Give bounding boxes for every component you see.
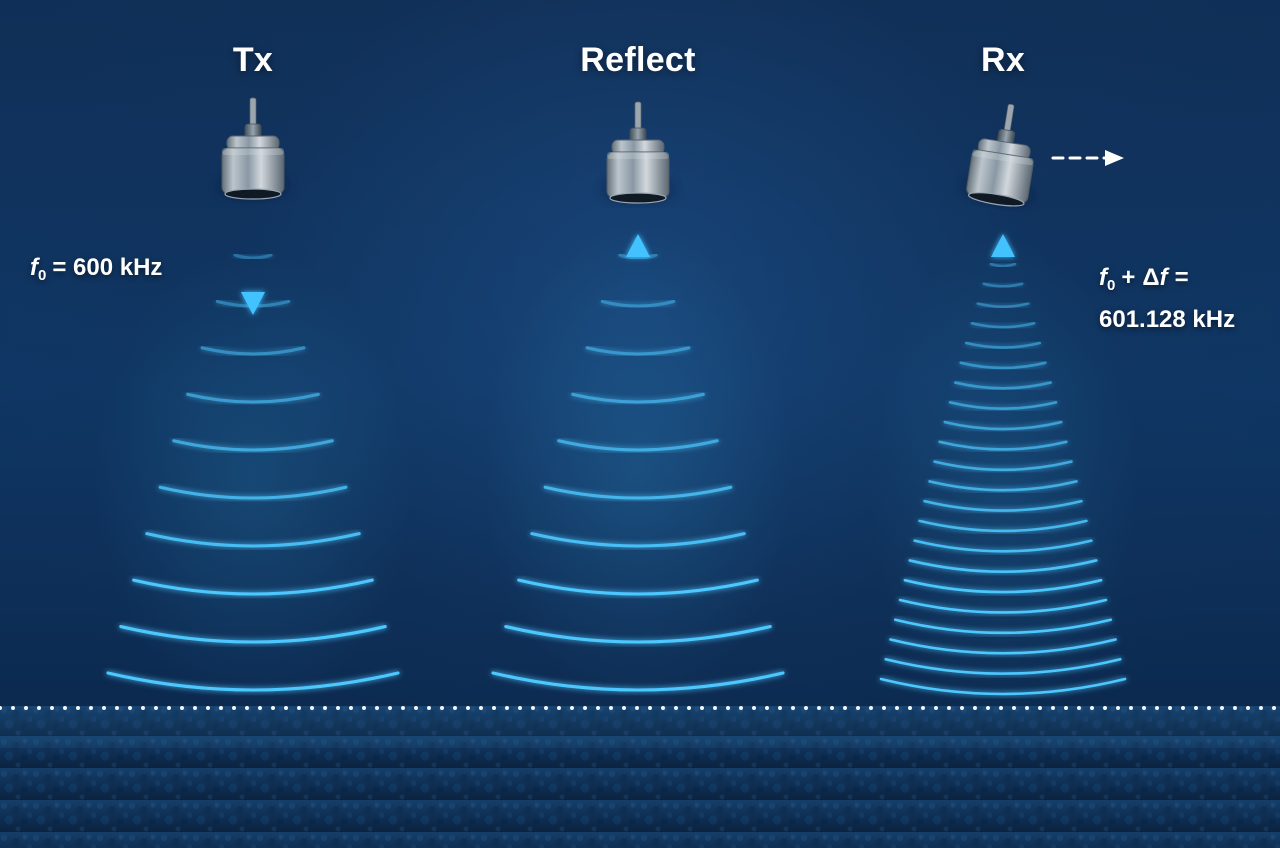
tx-transducer-icon [219,97,287,200]
tx-wavefront [145,532,361,548]
tx-wavefront [119,625,387,644]
reflect-transducer-face [609,192,667,204]
rx-transducer-face [967,192,1025,207]
transducers [219,97,1124,207]
rx-wavefront [884,657,1122,675]
tx-frequency-label: f0 = 600 kHz [30,251,162,293]
reflect-wavefront [491,671,785,692]
rx-transducer-highlight [972,149,1034,166]
tx-wavefront [132,578,374,596]
tx-frequency-symbol: f [30,254,38,281]
tx-frequency-subscript: 0 [38,267,47,284]
reflect-transducer-neck [629,127,647,142]
tx-transducer-neck [244,123,262,138]
rx-frequency-delta-symbol: f [1159,264,1168,291]
rx-frequency-line-1: f0+Δf= [1099,261,1235,303]
seabed-highlight [0,706,1280,748]
seabed-texture [0,706,1280,848]
rx-frequency-subscript: 0 [1107,277,1116,294]
tx-wavefront [158,485,348,500]
tx-wavefront [172,439,334,452]
tx-transducer-face [224,188,282,200]
tx-frequency-expression: = 600 kHz [52,254,163,281]
rx-frequency-equals: = [1174,264,1189,291]
tx-wavefronts [106,253,400,692]
rx-wavefront [879,677,1127,696]
rx-wavefront [889,638,1117,655]
title-tx: Tx [232,41,274,79]
reflect-beam-arrow-head [626,234,650,257]
rx-beam-arrow-head [991,234,1015,257]
wavefront-layers [93,230,1138,725]
tx-beam-arrow [241,206,265,315]
rx-wavefront [898,598,1108,614]
rx-frequency-value: 601.128 kHz [1099,306,1236,333]
tx-wavefront [186,392,320,404]
motion-arrow-icon [1051,150,1124,166]
rx-frequency-delta: Δ [1142,264,1160,291]
beam-arrows [241,206,1015,665]
rx-transducer-icon [963,103,1034,207]
rx-wavefront [908,559,1098,574]
reflect-transducer-cable [634,101,642,133]
rx-wavefront [903,578,1103,594]
reflect-transducer-highlight [607,152,669,159]
tx-transducer-cable [249,97,257,129]
rx-beam-arrow [991,234,1015,569]
title-rx: Rx [980,41,1026,79]
seabed [0,706,1280,848]
motion-arrow-head [1105,150,1124,166]
rx-frequency-label: f0+Δf= 601.128 kHz [1099,261,1235,337]
tx-transducer-highlight [222,148,284,155]
tx-wavefront [200,346,306,356]
reflect-transducer-icon [604,101,672,204]
tx-beam-glow [93,250,413,710]
tx-wavefront [106,671,400,692]
title-reflect: Reflect [580,41,696,79]
tx-beam-arrow-head [241,292,265,315]
rx-wavefront [893,618,1113,635]
reflect-beam-arrow [626,234,650,665]
rx-frequency-plus: + [1121,264,1136,291]
rx-frequency-symbol: f [1099,264,1107,291]
